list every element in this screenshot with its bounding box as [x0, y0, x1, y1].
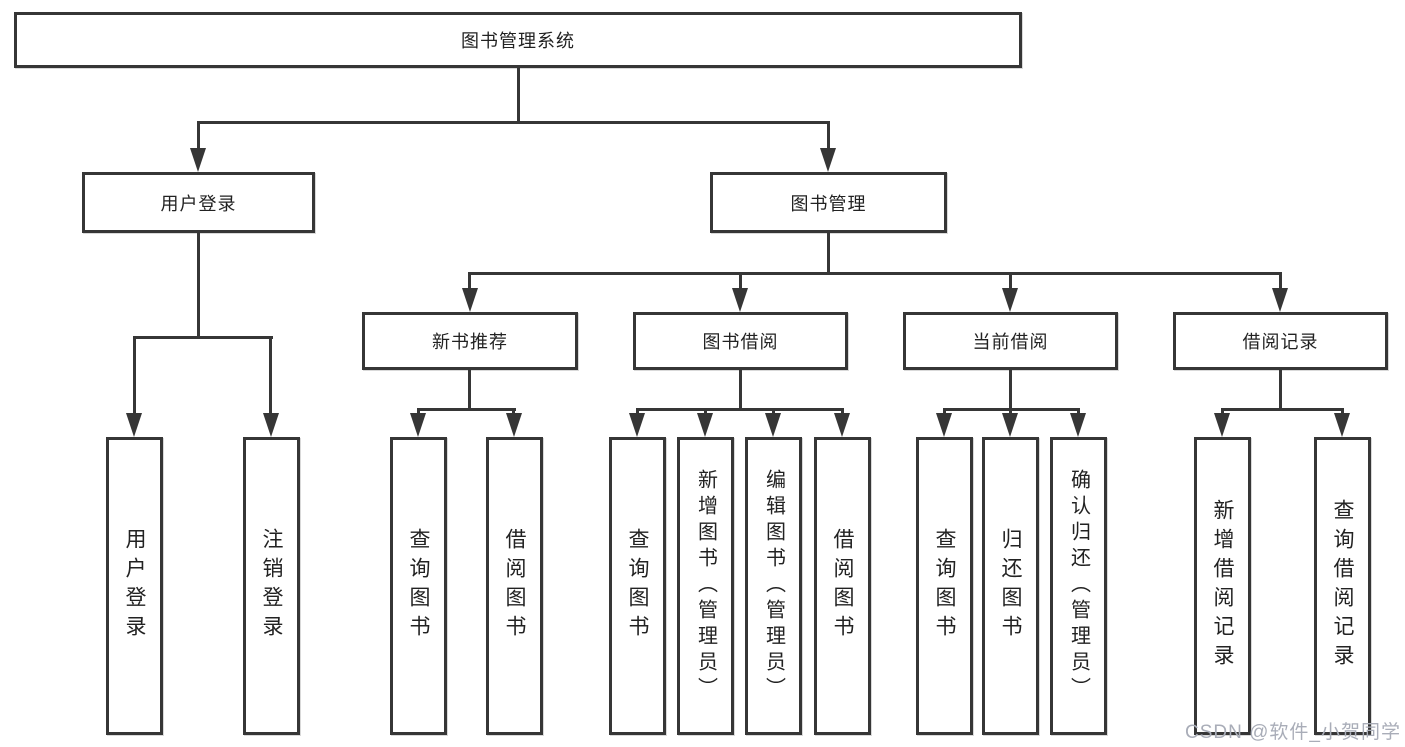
node-label: 借阅记录: [1242, 332, 1319, 352]
connector-line: [827, 121, 830, 151]
node-leaf-return-books: 归还图书: [982, 437, 1039, 735]
watermark: CSDN @软件_小贺同学: [1185, 722, 1401, 743]
node-book-borrowing: 图书借阅: [633, 312, 848, 370]
node-label: 借阅图书: [503, 528, 526, 644]
connector-line: [512, 408, 515, 416]
arrow-down-icon: [1272, 288, 1288, 312]
connector-line: [739, 370, 742, 408]
arrow-down-icon: [765, 413, 781, 437]
connector-line: [1077, 408, 1080, 416]
node-label: 用户登录: [123, 528, 146, 644]
arrow-down-icon: [1002, 288, 1018, 312]
node-leaf-logout: 注销登录: [243, 437, 300, 735]
connector-line: [1221, 408, 1344, 411]
connector-line: [468, 272, 471, 291]
node-label: 图书管理系统: [461, 31, 575, 51]
node-label: 新增图书（管理员）: [694, 469, 717, 703]
node-leaf-user-login: 用户登录: [106, 437, 163, 735]
arrow-down-icon: [506, 413, 522, 437]
node-label: 查询图书: [626, 528, 649, 644]
arrow-down-icon: [263, 413, 279, 437]
connector-line: [417, 408, 516, 411]
node-leaf-confirm-return-admin: 确认归还（管理员）: [1050, 437, 1107, 735]
node-new-book-recommend: 新书推荐: [362, 312, 578, 370]
arrow-down-icon: [936, 413, 952, 437]
connector-line: [636, 408, 639, 416]
node-leaf-borrow-books-1: 借阅图书: [486, 437, 543, 735]
arrow-down-icon: [732, 288, 748, 312]
arrow-down-icon: [410, 413, 426, 437]
node-book-management: 图书管理: [710, 172, 947, 233]
node-label: 查询借阅记录: [1331, 499, 1354, 673]
node-label: 查询图书: [933, 528, 956, 644]
node-label: 用户登录: [160, 193, 237, 214]
node-current-borrowing: 当前借阅: [903, 312, 1118, 370]
node-leaf-edit-book-admin: 编辑图书（管理员）: [745, 437, 802, 735]
connector-line: [1009, 272, 1012, 291]
node-label: 注销登录: [260, 528, 283, 644]
node-label: 确认归还（管理员）: [1067, 469, 1090, 703]
connector-line: [517, 68, 520, 121]
connector-line: [1009, 408, 1012, 416]
connector-line: [739, 272, 742, 291]
node-leaf-borrow-books-2: 借阅图书: [814, 437, 871, 735]
arrow-down-icon: [1070, 413, 1086, 437]
connector-line: [772, 408, 775, 416]
connector-line: [468, 272, 1281, 275]
connector-line: [197, 233, 200, 336]
connector-line: [197, 121, 200, 151]
arrow-down-icon: [1334, 413, 1350, 437]
connector-line: [417, 408, 420, 416]
arrow-down-icon: [834, 413, 850, 437]
connector-line: [1009, 370, 1012, 408]
node-label: 图书借阅: [702, 332, 779, 352]
node-leaf-add-borrow-record: 新增借阅记录: [1194, 437, 1251, 735]
arrow-down-icon: [1002, 413, 1018, 437]
node-leaf-query-books-2: 查询图书: [609, 437, 666, 735]
arrow-down-icon: [820, 148, 836, 172]
node-label: 当前借阅: [972, 332, 1049, 352]
connector-line: [1341, 408, 1344, 416]
arrow-down-icon: [190, 148, 206, 172]
connector-line: [197, 121, 830, 124]
node-label: 查询图书: [407, 528, 430, 644]
node-leaf-query-books-1: 查询图书: [390, 437, 447, 735]
node-label: 借阅图书: [831, 528, 854, 644]
connector-line: [133, 336, 273, 339]
node-leaf-query-borrow-record: 查询借阅记录: [1314, 437, 1371, 735]
connector-line: [1221, 408, 1224, 416]
connector-line: [1279, 370, 1282, 408]
arrow-down-icon: [126, 413, 142, 437]
arrow-down-icon: [1214, 413, 1230, 437]
connector-line: [943, 408, 946, 416]
node-label: 新书推荐: [432, 332, 508, 352]
connector-line: [133, 336, 136, 416]
connector-line: [636, 408, 844, 411]
connector-line: [827, 233, 830, 272]
arrow-down-icon: [697, 413, 713, 437]
node-label: 新增借阅记录: [1211, 499, 1234, 673]
connector-line: [1279, 272, 1282, 291]
node-label: 图书管理: [790, 193, 867, 214]
node-borrowing-records: 借阅记录: [1173, 312, 1388, 370]
connector-line: [841, 408, 844, 416]
arrow-down-icon: [462, 288, 478, 312]
connector-line: [468, 370, 471, 408]
node-leaf-add-book-admin: 新增图书（管理员）: [677, 437, 734, 735]
arrow-down-icon: [629, 413, 645, 437]
node-library-system: 图书管理系统: [14, 12, 1022, 68]
node-user-login-branch: 用户登录: [82, 172, 315, 233]
connector-line: [269, 336, 272, 416]
node-leaf-query-books-3: 查询图书: [916, 437, 973, 735]
connector-line: [704, 408, 707, 416]
node-label: 编辑图书（管理员）: [762, 469, 785, 703]
node-label: 归还图书: [999, 528, 1022, 644]
